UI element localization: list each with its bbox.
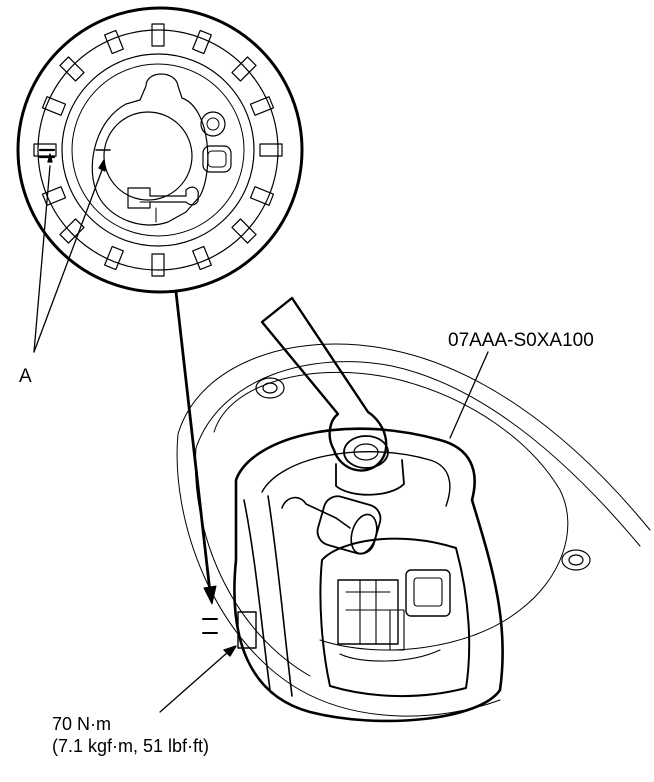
detail-view [16, 6, 304, 294]
detail-link-arrow [174, 290, 217, 605]
alignment-mark-left [38, 148, 56, 159]
cap-port-round [200, 111, 226, 137]
tank-surface-outer-2 [195, 361, 641, 547]
pump-fitting [316, 495, 382, 555]
tool-ring-inner [261, 450, 451, 507]
cap-connector [127, 186, 199, 209]
torque-imperial: (7.1 kgf·m, 51 lbf·ft) [52, 736, 210, 756]
cap-port-square-inner [207, 150, 227, 168]
tank-surface-outer [177, 343, 651, 531]
tool-number-label: 07AAA-S0XA100 [448, 330, 594, 351]
wrench-socket [343, 435, 389, 469]
wrench-handle [260, 296, 388, 472]
locking-ring-tabs [33, 23, 283, 277]
tank-surface-lower-2 [194, 447, 311, 677]
fuel-tank-view [176, 296, 651, 723]
pump-fuel-line [281, 496, 351, 529]
cap-outline [91, 73, 209, 226]
pump-center-stem [335, 459, 405, 496]
tank-surface-lower [176, 433, 501, 717]
tool-slot-left-2 [267, 495, 293, 697]
locking-tab [237, 611, 257, 649]
tool-cutout [319, 537, 471, 697]
detail-ring-inner [61, 53, 255, 247]
leader-lines [33, 153, 489, 713]
tool-ring-outer [233, 427, 504, 723]
pump-fitting-end [350, 513, 378, 555]
pump-module-body [337, 579, 399, 645]
pump-module-details [339, 579, 441, 662]
tank-bolt-right [561, 549, 591, 571]
wrench-socket-inner [353, 443, 379, 461]
tank-bolt-top [255, 377, 285, 399]
detail-ring-mid [71, 63, 245, 237]
torque-metric: 70 N·m [52, 714, 112, 734]
cap-port-square [202, 145, 232, 173]
detail-outer-circle [16, 6, 304, 294]
pump-module-box [405, 569, 451, 617]
pump-module-box-inner [413, 577, 443, 607]
cap-center [103, 111, 193, 201]
detail-ring-outer [37, 29, 279, 271]
tool-slot-left [243, 499, 271, 691]
torque-spec-label: 70 N·m (7.1 kgf·m, 51 lbf·ft) [52, 713, 209, 757]
tank-flange [213, 371, 569, 651]
cap-port-round-inner [206, 117, 220, 131]
alignment-mark-tank [202, 618, 218, 634]
callout-a-label: A [19, 366, 32, 387]
